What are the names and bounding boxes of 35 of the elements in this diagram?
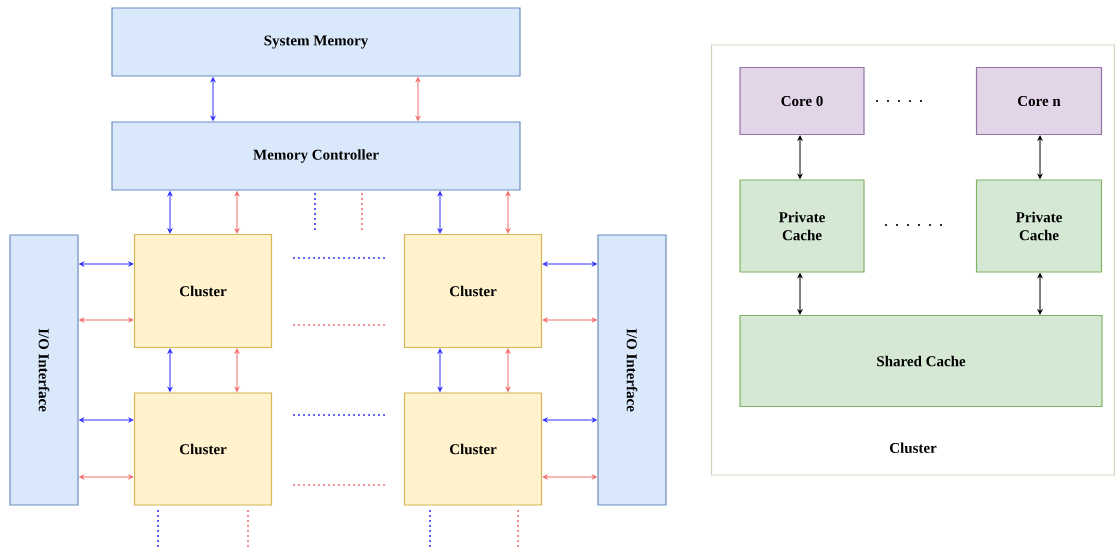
cluster-box: Cluster bbox=[133, 392, 273, 506]
arrow bbox=[542, 474, 597, 480]
arrow bbox=[234, 191, 240, 234]
cluster-box: Cluster bbox=[133, 233, 273, 349]
arrow bbox=[1037, 135, 1043, 179]
cache-box: Private Cache bbox=[975, 179, 1103, 273]
arrow bbox=[167, 348, 173, 392]
cache-box: Shared Cache bbox=[739, 314, 1103, 408]
arrow bbox=[167, 191, 173, 234]
cluster-box: Cluster bbox=[403, 233, 543, 349]
arrow bbox=[415, 77, 421, 121]
arrow bbox=[542, 261, 597, 267]
arrow bbox=[797, 273, 803, 315]
arrow bbox=[79, 261, 134, 267]
arrow bbox=[797, 135, 803, 179]
arrow bbox=[437, 191, 443, 234]
arrow bbox=[542, 317, 597, 323]
cluster-box: Cluster bbox=[403, 392, 543, 506]
interface-box: I/O Interface bbox=[9, 234, 79, 506]
arrow bbox=[79, 417, 134, 423]
core-box: Core 0 bbox=[739, 66, 865, 136]
memory-box: System Memory bbox=[111, 7, 521, 77]
arrow bbox=[437, 348, 443, 392]
arrow bbox=[1037, 273, 1043, 315]
arrow bbox=[542, 417, 597, 423]
core-box: Core n bbox=[975, 66, 1103, 136]
memory-box: Memory Controller bbox=[111, 121, 521, 191]
arrow bbox=[79, 317, 134, 323]
arrow bbox=[505, 191, 511, 234]
cache-box: Private Cache bbox=[739, 179, 865, 273]
interface-box: I/O Interface bbox=[597, 234, 667, 506]
arrow bbox=[79, 474, 134, 480]
arrow bbox=[505, 348, 511, 392]
arrow bbox=[210, 77, 216, 121]
arrow bbox=[234, 348, 240, 392]
